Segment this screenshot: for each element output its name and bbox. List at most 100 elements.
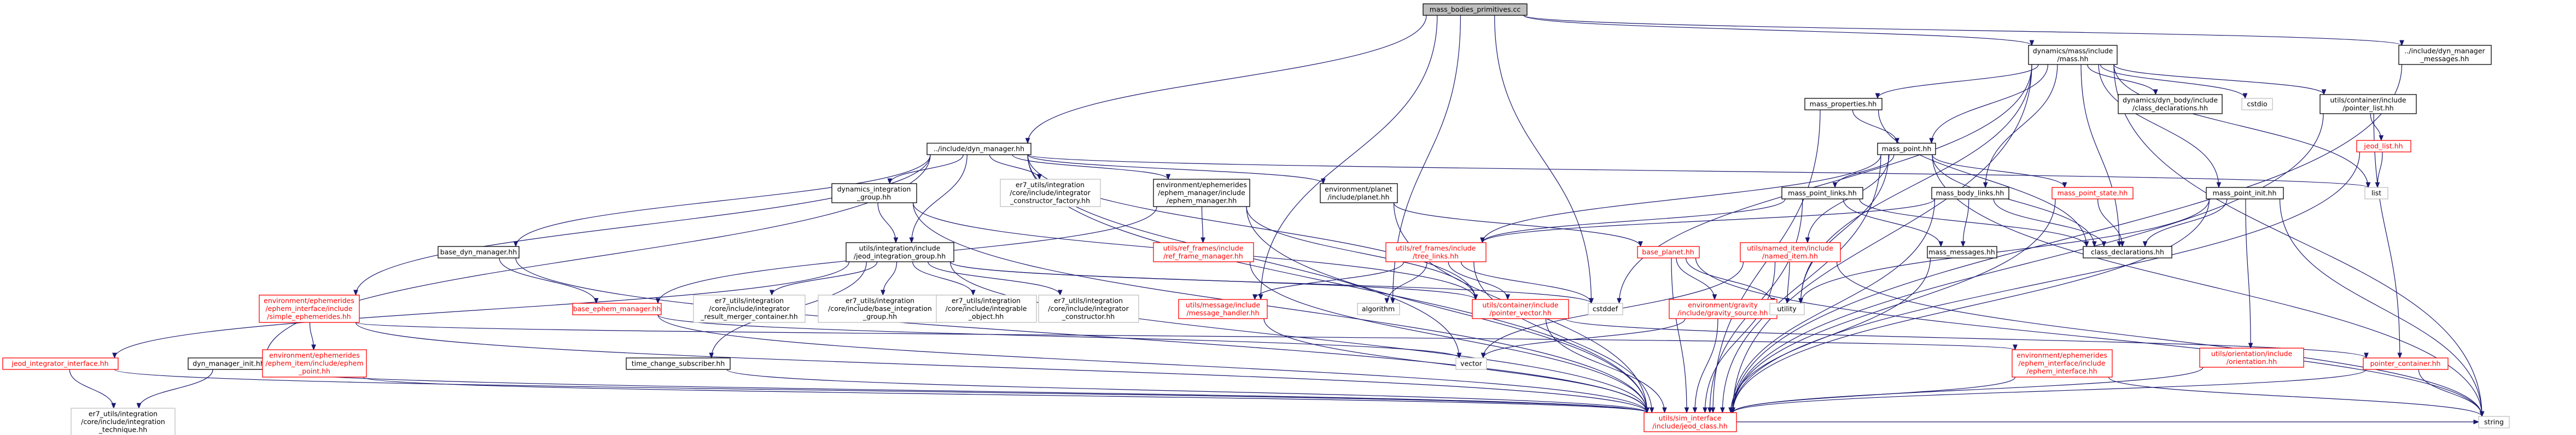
edge-line: [1027, 154, 2369, 188]
node-vector[interactable]: vector: [1455, 357, 1487, 370]
node-root[interactable]: mass_bodies_primitives.cc: [1423, 3, 1528, 16]
node-base-ephem-manager[interactable]: base_ephem_manager.hh: [572, 303, 662, 315]
node-cstdio[interactable]: cstdio: [2241, 98, 2273, 110]
node-label: mass_body_links.hh: [1936, 189, 2004, 197]
node-pointer-vector[interactable]: utils/container/include/pointer_vector.h…: [1472, 299, 1569, 319]
node-mass-include[interactable]: dynamics/mass/include/mass.hh: [2028, 45, 2118, 65]
arrow-head-icon: [1649, 407, 1654, 414]
node-mass-point-state[interactable]: mass_point_state.hh: [2052, 187, 2134, 199]
node-label: /class_declarations.hh: [2132, 104, 2208, 112]
edge-time-change-subscriber-to-jeod-class: [726, 369, 1650, 414]
arrow-head-icon: [2142, 241, 2148, 248]
node-jeod-integration-group[interactable]: utils/integration/include/jeod_integrati…: [846, 242, 954, 262]
edge-mass-include-to-cstdio: [2100, 64, 2248, 99]
node-label: mass_point_state.hh: [2058, 189, 2128, 197]
node-box: [1740, 242, 1841, 262]
node-label: /mass.hh: [2058, 55, 2089, 63]
node-er7-integration-technique[interactable]: er7_utils/integration/core/include/integ…: [71, 408, 176, 435]
node-base-dyn-manager[interactable]: base_dyn_manager.hh: [438, 246, 520, 258]
node-algorithm[interactable]: algorithm: [1357, 303, 1400, 315]
edge-line: [1722, 154, 1881, 413]
node-simple-ephemerides[interactable]: environment/ephemerides/ephem_interface/…: [259, 295, 360, 323]
node-planet[interactable]: environment/planet/include/planet.hh: [1320, 183, 1398, 203]
node-er7-result-merger[interactable]: er7_utils/integration/core/include/integ…: [693, 295, 806, 323]
node-box: [1877, 143, 1936, 155]
node-integration-group[interactable]: dynamics_integration_group.hh: [831, 183, 917, 203]
node-base-planet[interactable]: base_planet.hh: [1637, 246, 1700, 258]
edge-ephem-interface-to-jeod-class: [1730, 377, 2016, 414]
node-box: [2398, 45, 2492, 65]
edge-mass-include-to-class-declarations: [2080, 64, 2122, 248]
node-list[interactable]: list: [2364, 187, 2388, 199]
edge-mass-include-to-mass-properties: [1875, 64, 2039, 99]
edge-base-ephem-manager-to-jeod-class: [657, 314, 1650, 414]
node-mass-point-links[interactable]: mass_point_links.hh: [1781, 187, 1863, 199]
edges-layer: [69, 15, 2485, 425]
edge-named-item-to-jeod-class: [1703, 261, 1776, 414]
edge-jeod-list-to-list: [2375, 151, 2383, 189]
node-string[interactable]: string: [2478, 416, 2510, 428]
node-label: pointer_container.hh: [2370, 360, 2441, 368]
node-box: [2118, 94, 2223, 114]
node-mass-properties[interactable]: mass_properties.hh: [1804, 98, 1883, 110]
node-class-declarations-dyn-body[interactable]: dynamics/dyn_body/include/class_declarat…: [2118, 94, 2223, 114]
node-label: string: [2484, 418, 2504, 426]
node-pointer-container[interactable]: pointer_container.hh: [2363, 357, 2449, 370]
edge-line: [1482, 198, 1936, 243]
node-class-declarations[interactable]: class_declarations.hh: [2083, 246, 2172, 258]
node-mass-point[interactable]: mass_point.hh: [1877, 143, 1936, 155]
node-pointer-list[interactable]: utils/container/include/pointer_list.hh: [2319, 94, 2417, 114]
node-ref-frame-manager[interactable]: utils/ref_frames/include/ref_frame_manag…: [1153, 242, 1254, 262]
edge-line: [1877, 64, 2039, 99]
edge-root-to-dyn-manager-messages: [1523, 15, 2404, 46]
node-label: environment/planet: [1325, 185, 1392, 193]
node-message-handler[interactable]: utils/message/include/message_handler.hh: [1178, 299, 1268, 319]
edge-line: [1732, 198, 2056, 413]
node-mass-body-links[interactable]: mass_body_links.hh: [1931, 187, 2009, 199]
node-label: /message_handler.hh: [1186, 309, 1259, 317]
edge-ephem-manager-to-ref-frame-manager: [1200, 206, 1205, 244]
node-ephem-point[interactable]: environment/ephemerides/ephem_item/inclu…: [262, 349, 367, 378]
edge-line: [1249, 261, 1648, 413]
arrow-head-icon: [1037, 174, 1042, 180]
edge-dyn-manager-to-jeod-integration-group: [909, 154, 968, 244]
edge-line: [2113, 64, 2482, 417]
edge-line: [2098, 64, 2219, 188]
node-label: environment/gravity: [1688, 301, 1758, 309]
node-gravity-source[interactable]: environment/gravity/include/gravity_sour…: [1669, 299, 1777, 319]
node-label: /pointer_vector.hh: [1489, 309, 1552, 317]
node-label: er7_utils/integration: [715, 297, 784, 305]
node-er7-base-integration-group[interactable]: er7_utils/integration/core/include/base_…: [818, 295, 942, 323]
node-named-item[interactable]: utils/named_item/include/named_item.hh: [1740, 242, 1841, 262]
node-time-change-subscriber[interactable]: time_change_subscriber.hh: [626, 357, 731, 370]
edge-line: [1386, 261, 1427, 304]
edge-line: [363, 377, 1648, 413]
node-jeod-class[interactable]: utils/sim_interface/include/jeod_class.h…: [1643, 412, 1737, 432]
node-jeod-list[interactable]: jeod_list.hh: [2356, 140, 2411, 152]
edge-line: [1027, 15, 1427, 144]
node-cstddef[interactable]: cstddef: [1588, 303, 1623, 315]
edge-base-planet-to-gravity-source: [1676, 257, 1717, 301]
node-ephem-interface[interactable]: environment/ephemerides/ephem_interface/…: [2012, 349, 2113, 378]
arrow-head-icon: [136, 403, 142, 409]
node-ephem-manager[interactable]: environment/ephemerides/ephem_manager/in…: [1153, 179, 1250, 207]
node-jeod-integrator-interface[interactable]: jeod_integrator_interface.hh: [2, 357, 119, 370]
node-dyn-manager-init[interactable]: dyn_manager_init.hh: [188, 357, 270, 370]
edge-line: [1732, 377, 2016, 413]
node-label: jeod_integrator_interface.hh: [11, 360, 108, 368]
node-label: _group.hh: [856, 193, 891, 201]
edge-line: [114, 369, 1648, 413]
node-mass-messages[interactable]: mass_messages.hh: [1927, 246, 1997, 258]
node-er7-integrator-constructor[interactable]: er7_utils/integration/core/include/integ…: [1038, 295, 1139, 323]
node-er7-integrator-factory[interactable]: er7_utils/integration/core/include/integ…: [1000, 179, 1101, 207]
node-orientation[interactable]: utils/orientation/include/orientation.hh: [2199, 348, 2304, 368]
edge-mass-point-init-to-string: [2279, 198, 2485, 418]
node-dyn-manager[interactable]: ../include/dyn_manager.hh: [926, 143, 1031, 155]
node-tree-links[interactable]: utils/ref_frames/include/tree_links.hh: [1385, 242, 1487, 262]
edge-line: [877, 202, 896, 243]
node-dyn-manager-messages[interactable]: ../include/dyn_manager_messages.hh: [2398, 45, 2492, 65]
node-mass-point-init[interactable]: mass_point_init.hh: [2206, 187, 2284, 199]
node-label: _technique.hh: [98, 426, 147, 434]
node-utility[interactable]: utility: [1769, 303, 1805, 315]
node-er7-integrable-object[interactable]: er7_utils/integration/core/include/integ…: [936, 295, 1037, 323]
